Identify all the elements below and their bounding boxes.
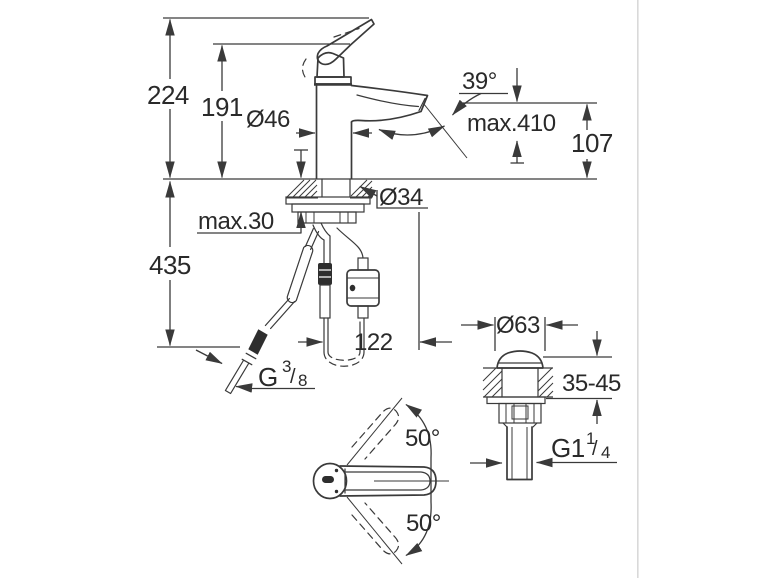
mounting-nut xyxy=(297,211,357,224)
dim-107: 107 xyxy=(571,128,613,158)
ext-lines-3545 xyxy=(543,356,612,400)
thread-g114-numerator: 1 xyxy=(586,429,595,448)
thread-g114-denominator: 4 xyxy=(601,443,610,462)
dim-max30: max.30 xyxy=(198,208,274,235)
below-deck-assembly xyxy=(224,178,380,395)
handle-base xyxy=(316,51,345,78)
page-divider-line xyxy=(637,0,639,578)
flex-hose-fitting xyxy=(248,329,268,355)
drain-nut xyxy=(498,402,542,424)
flex-hose-sleeve xyxy=(286,244,314,304)
angle-line-down xyxy=(346,496,403,565)
ext-lines-dia63 xyxy=(494,317,546,351)
u-bend-inner xyxy=(327,351,361,361)
threaded-shank xyxy=(321,178,351,198)
handle-rotated-up xyxy=(351,407,400,460)
drain-tailpipe-bore xyxy=(511,427,528,479)
cartridge-collar xyxy=(314,76,352,85)
flex-hose-upper xyxy=(304,227,320,251)
dim-50-down: 50° xyxy=(406,510,441,537)
drain-nut-facets xyxy=(505,403,535,423)
valve-cable xyxy=(336,227,364,259)
dim-thread-g114: G1 1 / 4 xyxy=(551,429,611,463)
drain-body-through-deck xyxy=(501,367,539,398)
tube-connector-body xyxy=(319,284,331,319)
drain-valve-view: Ø63 35-45 G1 1 / 4 xyxy=(461,312,622,481)
deck-hatching xyxy=(286,179,373,199)
spout-inner-curve xyxy=(356,94,420,108)
cartridge-hidden-edge xyxy=(301,58,307,78)
drain-nut-window xyxy=(511,405,529,420)
angle-arc-up xyxy=(405,403,432,459)
flex-hose-rings xyxy=(241,352,257,366)
angle-line-up xyxy=(346,397,403,466)
aerator-face-line xyxy=(418,97,426,112)
handle-dot-top xyxy=(334,468,339,473)
dim-dia34: Ø34 xyxy=(379,184,423,211)
mounting-nut-facets xyxy=(305,212,349,223)
thread-g114-slash: / xyxy=(592,438,598,460)
spout xyxy=(350,84,429,123)
flex-hose-mid xyxy=(264,297,296,330)
dim-dia63: Ø63 xyxy=(496,312,540,339)
handle-slot xyxy=(322,476,334,483)
dim-191: 191 xyxy=(201,92,243,122)
spout-angle-line xyxy=(423,103,468,159)
faucet-front-view xyxy=(163,18,597,180)
thread-g114-prefix: G1 xyxy=(551,433,585,463)
valve-bottom-stub xyxy=(357,305,369,319)
dim-angle39: 39° xyxy=(462,68,497,95)
mounting-washer xyxy=(291,203,365,213)
thread-g38-slash: / xyxy=(290,366,296,388)
dim-122: 122 xyxy=(354,329,393,356)
hose-neck xyxy=(312,222,331,241)
dim-max410: max.410 xyxy=(467,110,556,137)
dim-435: 435 xyxy=(149,250,191,280)
flex-hose-end xyxy=(224,359,250,395)
handle-top-view: 50° 50° xyxy=(312,397,449,565)
u-bend-outer xyxy=(323,351,365,367)
tube-connector-bands xyxy=(319,269,331,278)
dim-224: 224 xyxy=(147,80,189,110)
check-valve-dot xyxy=(349,284,356,292)
drain-deck-lines xyxy=(483,367,553,398)
dim-3545: 35-45 xyxy=(562,370,621,397)
drain-washer xyxy=(486,396,546,405)
spout-angle-arc xyxy=(378,125,446,140)
thread-g38-numerator: 3 xyxy=(282,357,291,376)
thread-g38-denominator: 8 xyxy=(298,371,307,390)
handle-rotated-down xyxy=(351,502,400,555)
thread-g38-prefix: G xyxy=(258,362,278,392)
dim-50-up: 50° xyxy=(405,425,440,452)
drain-taper xyxy=(502,422,538,428)
drain-tailpipe xyxy=(506,426,533,481)
handle-head xyxy=(312,462,348,500)
lever-handle xyxy=(316,18,375,66)
valve-top-stub xyxy=(357,257,369,271)
center-tube-lower xyxy=(323,317,329,353)
drain-deck-hatching xyxy=(482,367,554,398)
handle-dot-bottom xyxy=(334,489,339,494)
front-view-dimensions: 224 191 Ø46 39° max.410 107 max.30 Ø34 xyxy=(147,17,613,393)
lever-hidden-edge xyxy=(333,27,360,38)
check-valve-lines xyxy=(347,277,379,299)
angle-arc-down xyxy=(405,501,432,557)
drain-push-cap xyxy=(496,350,544,369)
center-tube-upper xyxy=(323,235,331,264)
dim-dia46: Ø46 xyxy=(246,106,290,133)
tube-connector-nut xyxy=(318,263,332,285)
dim-thread-g38: G 3 / 8 xyxy=(258,357,308,392)
u-bend-right-tube xyxy=(359,317,365,353)
